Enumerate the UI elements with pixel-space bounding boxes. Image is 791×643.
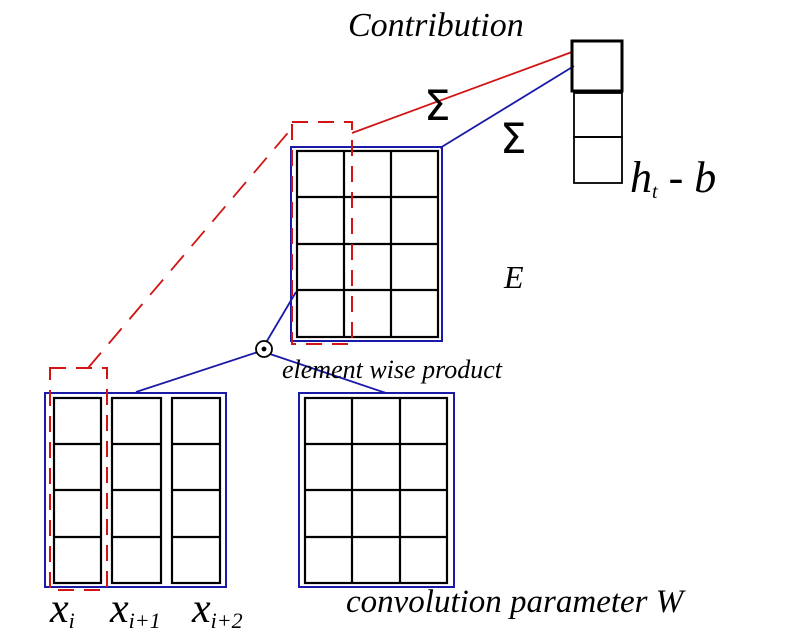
xi1-sub: i+1: [129, 608, 161, 633]
odot-symbol: [255, 340, 273, 358]
xi2-sub: i+2: [211, 608, 243, 633]
contribution-label: Contribution: [348, 7, 524, 44]
odot-dot: [261, 346, 267, 352]
output-cell-1: [570, 39, 624, 93]
xi-main: x: [49, 586, 69, 632]
ht-main: h: [630, 153, 652, 202]
xi1-main: x: [109, 586, 129, 632]
blue-line-input-to-odot: [135, 351, 259, 393]
red-dashed-diagonal: [87, 127, 293, 369]
e-label: E: [503, 259, 524, 295]
xi-sub: i: [69, 608, 75, 633]
connectors: [87, 51, 575, 394]
w-matrix: [298, 392, 455, 588]
output-column: [570, 39, 624, 184]
input-matrix-frame: [44, 392, 227, 588]
blue-line-odot-to-W: [269, 353, 387, 394]
conv-label: convolution parameter W: [346, 584, 686, 620]
ht-sub: t: [652, 181, 658, 203]
xi2-main: x: [191, 586, 211, 632]
elementwise-label: element wise product: [282, 355, 503, 384]
e-matrix-highlight-column: [291, 121, 353, 345]
input-highlight-column: [49, 367, 108, 591]
sigma-blue: Σ: [500, 114, 527, 163]
xi-label: xi: [49, 586, 75, 633]
xi2-label: xi+2: [191, 586, 243, 633]
ht-b-label: ht - b: [630, 153, 716, 203]
ht-rest: - b: [658, 153, 717, 202]
input-matrix: [44, 367, 227, 591]
blue-sum-line: [439, 65, 575, 149]
red-sum-line: [351, 51, 573, 134]
e-matrix: [290, 121, 443, 345]
output-cell-3: [573, 136, 623, 184]
w-matrix-frame: [298, 392, 455, 588]
xi1-label: xi+1: [109, 586, 161, 633]
output-cell-2: [573, 92, 623, 138]
sigma-red: Σ: [424, 81, 451, 130]
